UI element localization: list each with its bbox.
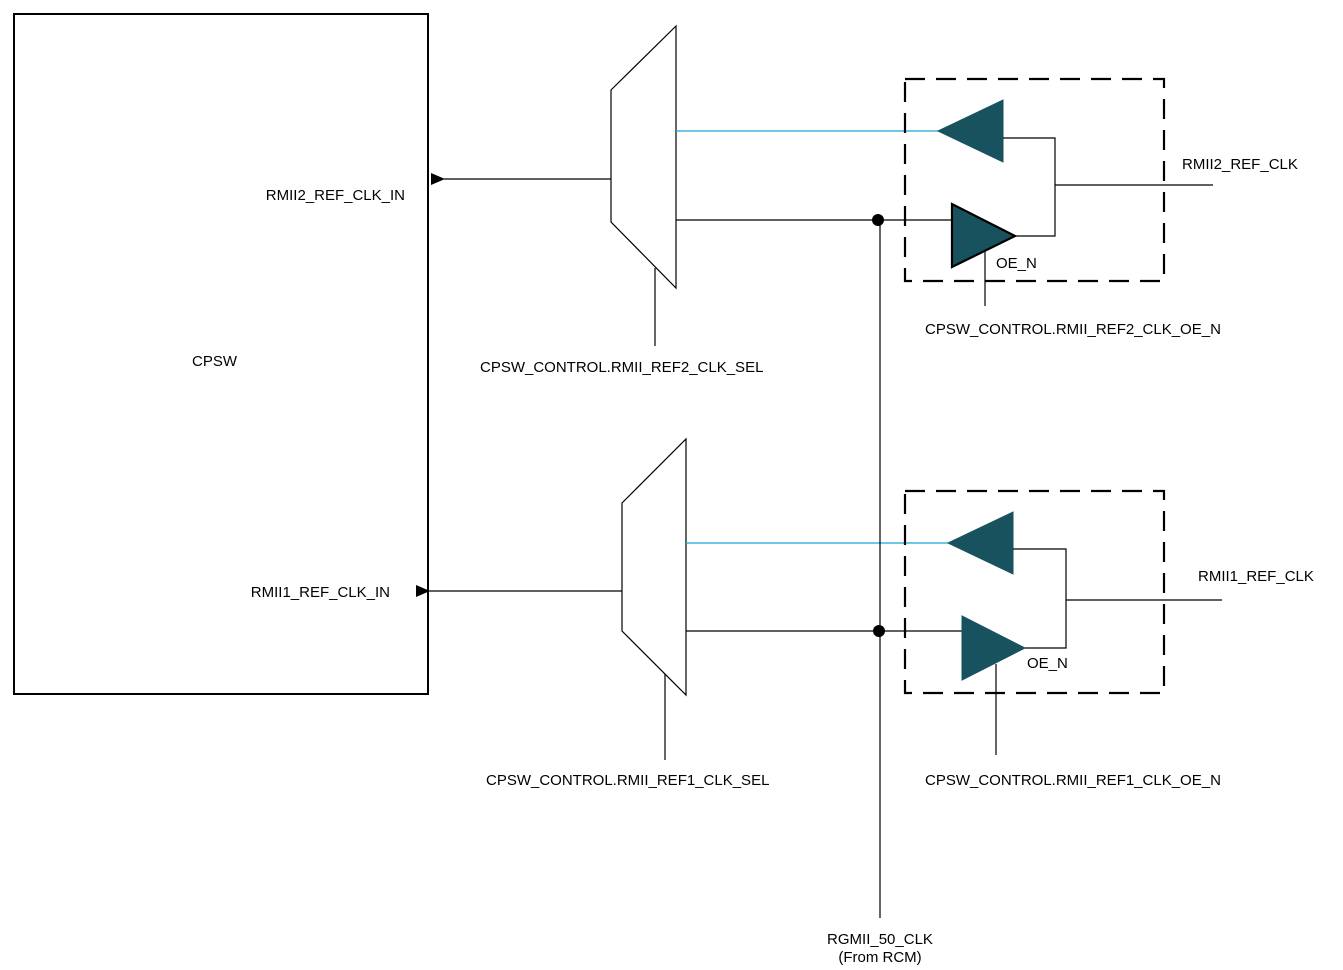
rmii1-ref-clk-in-label: RMII1_REF_CLK_IN: [251, 584, 390, 601]
cpsw-label: CPSW: [192, 353, 238, 370]
rmii1-pad-loop: [1013, 548, 1067, 649]
rgmii-50-clk-label: RGMII_50_CLK: [827, 931, 933, 948]
rmii2-oe-signal-label: CPSW_CONTROL.RMII_REF2_CLK_OE_N: [925, 321, 1221, 338]
rmii1-ref-clk-pin-label: RMII1_REF_CLK: [1198, 568, 1314, 585]
rmii1-input-buffer: [946, 511, 1014, 575]
rmii1-output-buffer: [961, 615, 1027, 681]
rmii1-sel-label: CPSW_CONTROL.RMII_REF1_CLK_SEL: [486, 772, 769, 789]
rmii2-ref-clk-in-label: RMII2_REF_CLK_IN: [266, 187, 405, 204]
rmii2-ref-clk-pin-label: RMII2_REF_CLK: [1182, 156, 1298, 173]
rmii1-oe-signal-label: CPSW_CONTROL.RMII_REF1_CLK_OE_N: [925, 772, 1221, 789]
cpsw-block: [13, 13, 429, 695]
rmii1-junction-dot: [873, 625, 885, 637]
rmii1-buffer-block: [903, 489, 1166, 695]
rmii2-input-buffer: [936, 99, 1004, 163]
rmii2-junction-dot: [872, 214, 884, 226]
rmii1-oe-label: OE_N: [1027, 655, 1068, 672]
rmii2-clock-mux: [610, 24, 677, 290]
rmii2-output-buffer: [950, 202, 1018, 269]
rgmii-50-clk-source-note: (From RCM): [838, 949, 921, 966]
rmii2-pad-loop: [1003, 137, 1056, 237]
rmii2-sel-label: CPSW_CONTROL.RMII_REF2_CLK_SEL: [480, 359, 763, 376]
rmii2-buffer-block: [903, 77, 1166, 283]
rmii2-oe-label: OE_N: [996, 255, 1037, 272]
rmii1-clock-mux: [621, 437, 687, 697]
